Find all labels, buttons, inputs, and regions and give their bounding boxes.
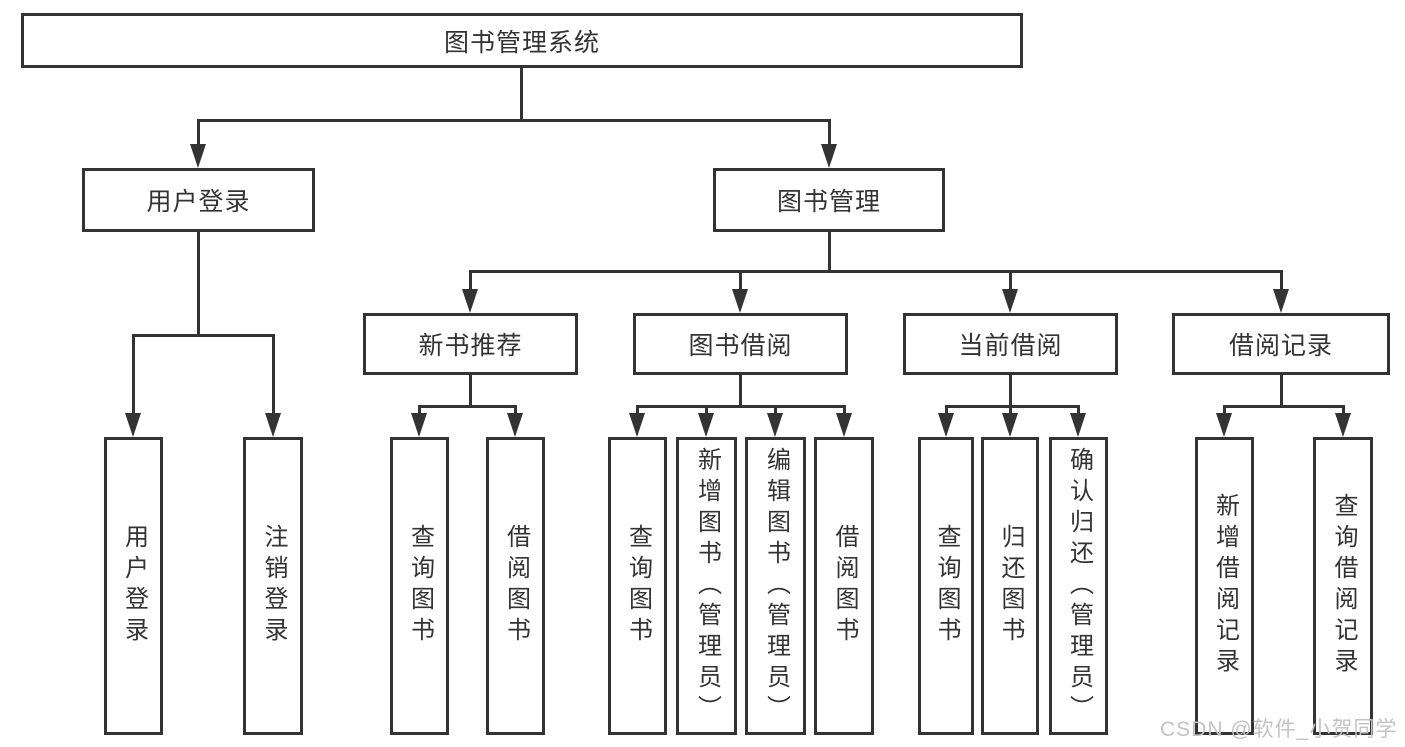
arrowhead-down-icon [507,413,523,437]
node-label: 图书借阅 [688,332,793,360]
node-label: 新书推荐 [418,332,523,360]
arrowhead-down-icon [1002,413,1018,437]
arrowhead-down-icon [938,413,954,437]
arrowhead-down-icon [821,144,837,168]
leaf-borrow-books: 借阅图书 [814,437,874,735]
connector-line-horizontal [635,404,846,408]
node-label: 借阅记录 [1228,332,1333,360]
arrowhead-down-icon [265,413,281,437]
node-current-borrowing: 当前借阅 [903,313,1118,375]
connector-line-horizontal [944,404,1080,408]
arrowhead-down-icon [836,413,852,437]
arrowhead-down-icon [629,413,645,437]
connector-line-vertical [1008,406,1012,417]
connector-line-vertical [1008,271,1012,293]
connector-line-vertical [513,406,517,417]
node-label: 用户登录 [120,524,148,648]
connector-line-vertical [704,406,708,417]
arrowhead-down-icon [732,289,748,313]
node-label: 归还图书 [997,524,1024,648]
connector-line-vertical [1279,271,1283,293]
connector-line-vertical [944,406,948,417]
leaf-borrow-books-recommend: 借阅图书 [486,437,545,735]
arrowhead-down-icon [1273,289,1289,313]
connector-line-vertical [827,232,831,271]
leaf-user-login: 用户登录 [104,437,163,735]
arrowhead-down-icon [411,413,427,437]
connector-line-vertical [1341,406,1345,417]
arrowhead-down-icon [190,144,206,168]
csdn-watermark: CSDN @软件_小贺同学 [1160,718,1398,741]
node-new-book-recommendation: 新书推荐 [363,313,578,375]
connector-line-vertical [417,406,421,417]
connector-line-vertical [131,335,135,417]
leaf-query-books-recommend: 查询图书 [390,437,449,735]
leaf-query-borrow-record: 查询借阅记录 [1313,437,1373,735]
node-user-login-group: 用户登录 [82,168,315,232]
connector-line-horizontal [468,269,1283,273]
node-label: 借阅图书 [502,524,530,648]
node-borrowing-records: 借阅记录 [1172,313,1390,375]
connector-line-vertical [635,406,639,417]
connector-line-horizontal [131,333,275,337]
arrowhead-down-icon [698,413,714,437]
leaf-add-borrow-record: 新增借阅记录 [1195,437,1254,735]
node-label: 查询图书 [624,524,652,648]
node-label: 图书管理 [776,188,881,216]
connector-line-vertical [196,232,200,335]
connector-line-vertical [738,375,742,406]
connector-line-vertical [827,120,831,148]
connector-line-vertical [1008,375,1012,406]
connector-line-horizontal [1222,404,1345,408]
connector-line-horizontal [196,118,831,122]
connector-line-vertical [738,271,742,293]
connector-line-vertical [468,271,472,293]
arrowhead-down-icon [1002,289,1018,313]
node-book-borrowing: 图书借阅 [633,313,848,375]
node-label: 编辑图书（管理员） [762,446,790,726]
connector-line-vertical [842,406,846,417]
node-label: 新增借阅记录 [1211,493,1239,679]
node-label: 新增图书（管理员） [693,446,721,726]
connector-line-vertical [519,68,523,120]
leaf-query-books-borrow: 查询图书 [608,437,667,735]
connector-line-vertical [196,120,200,148]
connector-line-vertical [1076,406,1080,417]
arrowhead-down-icon [1070,413,1086,437]
connector-line-horizontal [417,404,517,408]
node-label: 查询图书 [406,524,434,648]
connector-line-vertical [773,406,777,417]
node-label: 用户登录 [146,188,251,216]
leaf-add-books-admin: 新增图书（管理员） [676,437,737,735]
node-label: 当前借阅 [958,332,1063,360]
leaf-confirm-return-admin: 确认归还（管理员） [1049,437,1108,735]
leaf-edit-books-admin: 编辑图书（管理员） [745,437,806,735]
arrowhead-down-icon [767,413,783,437]
node-label: 借阅图书 [831,524,858,648]
node-book-management: 图书管理 [713,168,945,232]
node-label: 图书管理系统 [443,28,600,57]
arrowhead-down-icon [125,413,141,437]
leaf-query-books-current: 查询图书 [918,437,974,735]
arrowhead-down-icon [1335,413,1351,437]
connector-line-vertical [468,375,472,406]
node-library-management-system: 图书管理系统 [21,13,1023,68]
leaf-logout: 注销登录 [243,437,303,735]
connector-line-vertical [271,335,275,417]
node-label: 注销登录 [260,524,287,648]
leaf-return-books: 归还图书 [981,437,1039,735]
node-label: 确认归还（管理员） [1065,446,1093,726]
arrowhead-down-icon [462,289,478,313]
arrowhead-down-icon [1216,413,1232,437]
node-label: 查询图书 [933,524,960,648]
connector-line-vertical [1279,375,1283,406]
connector-line-vertical [1222,406,1226,417]
node-label: 查询借阅记录 [1330,493,1357,679]
